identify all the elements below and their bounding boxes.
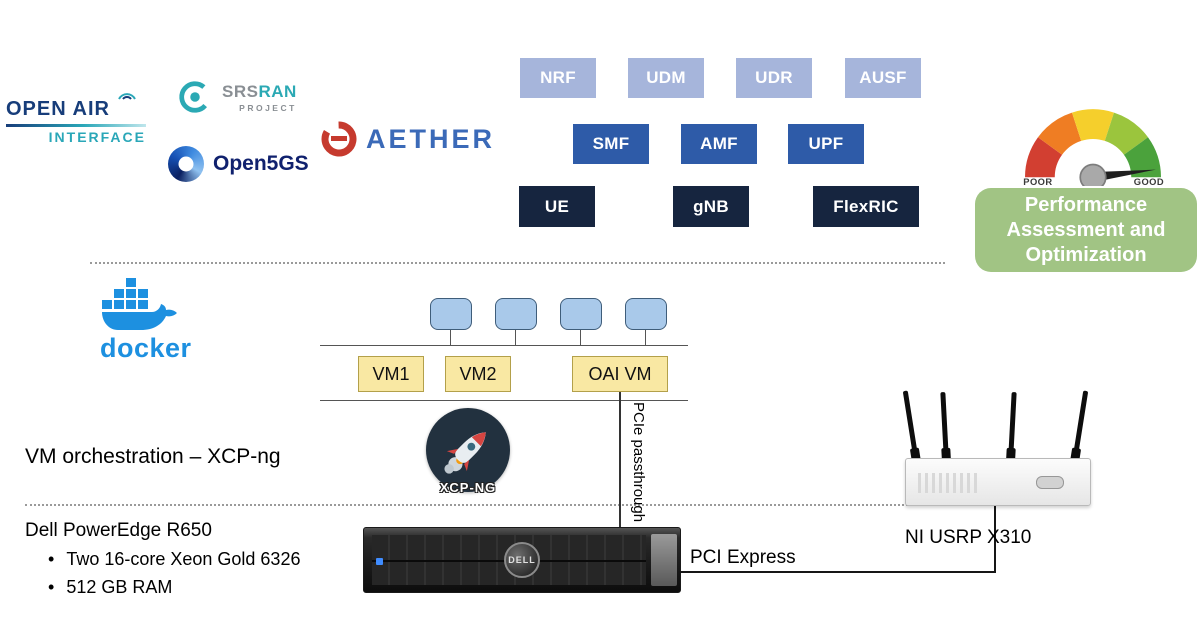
vm-orchestration-label: VM orchestration – XCP-ng	[25, 445, 281, 468]
usrp-device-graphic	[905, 458, 1091, 506]
xcpng-label: XCP-NG	[439, 480, 497, 495]
pci-express-line-horizontal	[678, 571, 996, 573]
openair-wordmark: OPEN AIR	[6, 98, 110, 120]
srsran-project-label: PROJECT	[239, 102, 297, 113]
usrp-antenna-icon	[1008, 391, 1017, 463]
container-3	[560, 298, 602, 330]
container-1	[430, 298, 472, 330]
openair-interface-label: INTERFACE	[48, 129, 146, 145]
open5gs-logo: Open5GS	[168, 146, 309, 182]
srsran-swirl-icon	[179, 81, 211, 113]
vm1-box: VM1	[358, 356, 424, 392]
srsran-wordmark-ran: RAN	[258, 81, 297, 101]
usrp-antenna-icon	[902, 390, 919, 463]
openair-gradient-bar	[6, 124, 146, 127]
server-spec-cpu: Two 16-core Xeon Gold 6326	[48, 549, 300, 570]
nf-box-ue: UE	[519, 186, 595, 227]
gauge-poor-label: POOR	[1023, 177, 1052, 186]
nf-box-udm: UDM	[628, 58, 704, 98]
nf-box-flexric: FlexRIC	[813, 186, 919, 227]
aether-wordmark: AETHER	[366, 123, 496, 154]
container-2-connector	[515, 330, 516, 345]
performance-gauge-icon: POOR GOOD	[1023, 109, 1164, 186]
xcpng-logo	[426, 408, 510, 492]
container-3-connector	[580, 330, 581, 345]
vm2-box: VM2	[445, 356, 511, 392]
docker-logo: docker	[100, 276, 200, 364]
vm-layer-bottom-line	[320, 400, 688, 401]
vm-layer-top-line	[320, 345, 688, 346]
nf-box-nrf: NRF	[520, 58, 596, 98]
server-power-led	[376, 558, 383, 565]
srsran-logo: SRSRAN PROJECT	[176, 78, 297, 116]
pci-express-line-vertical	[994, 506, 996, 573]
separator-dashed-top	[90, 262, 945, 264]
container-2	[495, 298, 537, 330]
dell-badge: DELL	[504, 542, 540, 578]
server-spec-ram: 512 GB RAM	[48, 577, 172, 598]
nf-box-amf: AMF	[681, 124, 757, 164]
nf-box-smf: SMF	[573, 124, 649, 164]
pcie-passthrough-label: PCIe passthrough	[630, 402, 647, 523]
radio-waves-icon	[118, 93, 136, 100]
aether-swirl-icon	[321, 121, 357, 157]
nf-box-ausf: AUSF	[845, 58, 921, 98]
docker-whale-icon	[102, 278, 177, 330]
usrp-antenna-icon	[940, 391, 949, 463]
nf-box-upf: UPF	[788, 124, 864, 164]
container-4	[625, 298, 667, 330]
openairinterface-logo: OPEN AIR INTERFACE	[6, 93, 146, 145]
container-1-connector	[450, 330, 451, 345]
rocket-icon	[444, 432, 486, 474]
usrp-antenna-icon	[1072, 390, 1089, 463]
gauge-needle	[1092, 169, 1156, 183]
nf-box-gnb: gNB	[673, 186, 749, 227]
pcie-passthrough-line	[619, 392, 621, 544]
dell-server-graphic: DELL	[363, 527, 681, 593]
pci-express-label: PCI Express	[690, 547, 796, 568]
usrp-label: NI USRP X310	[905, 527, 1032, 548]
nf-box-udr: UDR	[736, 58, 812, 98]
server-title: Dell PowerEdge R650	[25, 520, 212, 541]
separator-dashed-bottom	[25, 504, 940, 506]
server-right-endcap	[651, 534, 677, 586]
usrp-vent	[918, 473, 978, 493]
usrp-port	[1036, 476, 1064, 489]
docker-wordmark: docker	[100, 333, 192, 363]
container-4-connector	[645, 330, 646, 345]
open5gs-wordmark: Open5GS	[213, 152, 309, 175]
aether-logo: AETHER	[318, 118, 495, 160]
performance-assessment-box: Performance Assessment and Optimization	[975, 188, 1197, 272]
gauge-hub	[1079, 163, 1107, 186]
open5gs-ring-icon	[168, 146, 204, 182]
oai-vm-box: OAI VM	[572, 356, 668, 392]
gauge-good-label: GOOD	[1134, 177, 1164, 186]
srsran-wordmark-srs: SRS	[222, 81, 259, 101]
